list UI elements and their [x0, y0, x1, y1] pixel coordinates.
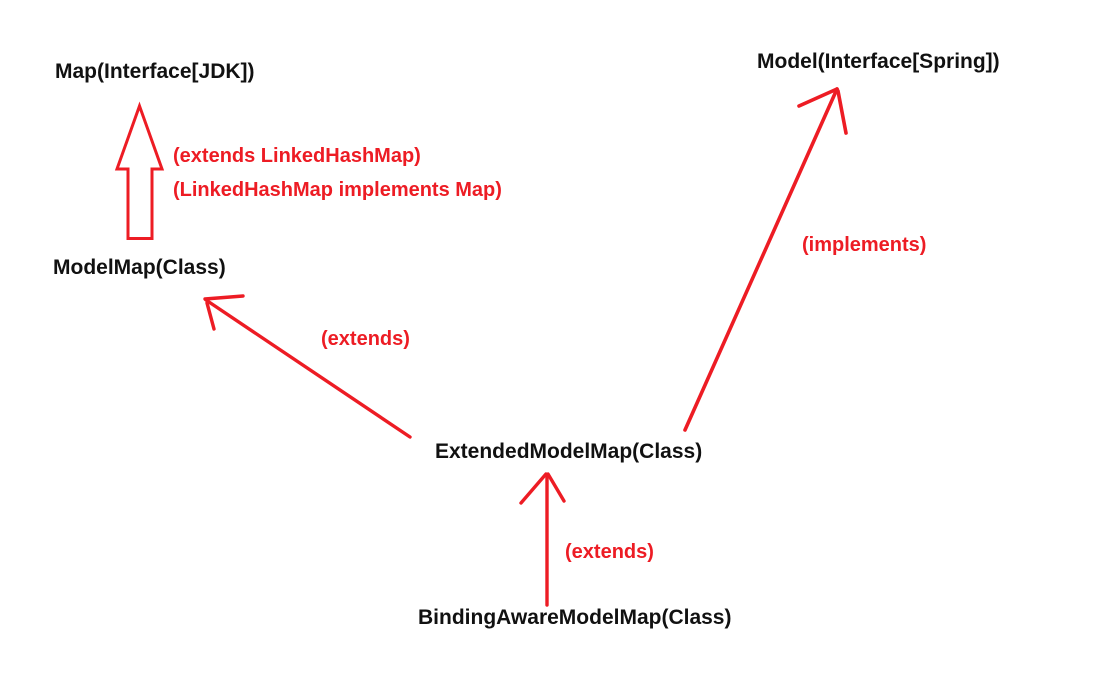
annotation-extends-diagonal: (extends) [321, 328, 410, 350]
inheritance-block-arrow-modelmap-to-map [114, 101, 165, 240]
node-model-interface-spring: Model(Interface[Spring]) [757, 50, 1000, 73]
node-modelmap-class: ModelMap(Class) [53, 256, 226, 279]
node-extendedmodelmap-class: ExtendedModelMap(Class) [435, 440, 703, 463]
annotation-implements: (implements) [802, 234, 927, 256]
annotation-linkedhashmap-implements-map: (LinkedHashMap implements Map) [173, 179, 502, 201]
extends-arrow-bindingawaremodelmap-to-extendedmodelmap [519, 472, 566, 607]
extends-arrow-extendedmodelmap-to-modelmap [203, 294, 412, 439]
annotation-extends-vertical: (extends) [565, 541, 654, 563]
node-map-interface-jdk: Map(Interface[JDK]) [55, 60, 255, 83]
implements-arrow-extendedmodelmap-to-model [683, 87, 848, 432]
node-bindingawaremodelmap-class: BindingAwareModelMap(Class) [418, 606, 732, 629]
annotation-extends-linkedhashmap: (extends LinkedHashMap) [173, 145, 421, 167]
